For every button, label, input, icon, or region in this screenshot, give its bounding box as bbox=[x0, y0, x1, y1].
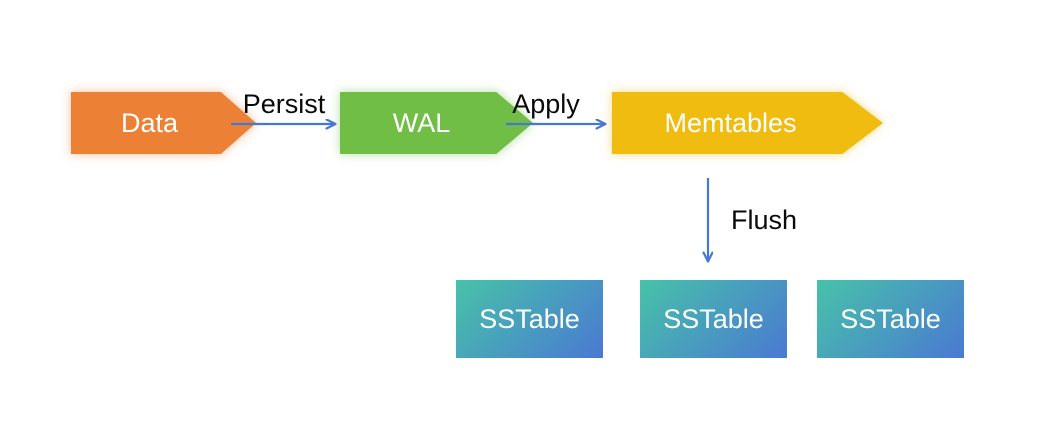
sstable-node-3: SSTable bbox=[817, 280, 964, 358]
sstable-node-2: SSTable bbox=[640, 280, 787, 358]
sstable-node-1-label: SSTable bbox=[479, 303, 580, 334]
wal-node-label: WAL bbox=[392, 107, 451, 138]
wal-node-shape: WAL bbox=[340, 92, 533, 154]
apply-edge-label: Apply bbox=[512, 89, 580, 119]
persist-edge-label: Persist bbox=[242, 89, 326, 119]
sstable-node-1: SSTable bbox=[456, 280, 603, 358]
data-node-shape: Data bbox=[71, 92, 256, 154]
memtables-node-shape: Memtables bbox=[612, 92, 883, 154]
data-node-label: Data bbox=[120, 107, 179, 138]
flush-edge-label: Flush bbox=[731, 205, 798, 235]
memtables-node-label: Memtables bbox=[664, 107, 797, 138]
sstable-node-3-label: SSTable bbox=[840, 303, 941, 334]
memtables-node: Memtables bbox=[612, 92, 883, 154]
sstable-node-2-label: SSTable bbox=[663, 303, 764, 334]
wal-node: WAL bbox=[340, 92, 533, 154]
data-node: Data bbox=[71, 92, 256, 154]
